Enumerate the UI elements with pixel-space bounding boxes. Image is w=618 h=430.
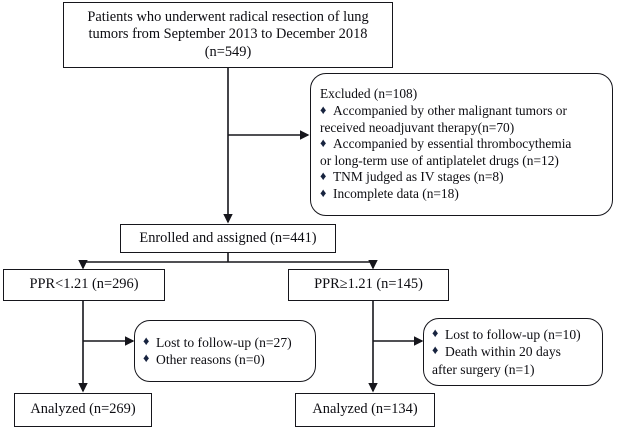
diamond-bullet-icon: ♦ [320, 185, 327, 200]
attrition-low-item-2: ♦ Other reasons (n=0) [143, 351, 309, 368]
excluded-item-2: ♦ Accompanied by essential thrombocythem… [320, 136, 604, 153]
excluded-item-1: ♦ Accompanied by other malignant tumors … [320, 103, 604, 120]
diamond-bullet-icon: ♦ [432, 326, 439, 341]
excluded-item-1-line-1: Accompanied by other malignant tumors or [333, 103, 567, 119]
excluded-item-4-line-1: Incomplete data (n=18) [333, 185, 459, 201]
diamond-bullet-icon: ♦ [432, 343, 439, 358]
enrollment-box: Patients who underwent radical resection… [63, 2, 393, 68]
attrition-low-item-1-label: Lost to follow-up (n=27) [156, 334, 292, 350]
analyzed-high-box: Analyzed (n=134) [295, 393, 435, 427]
attrition-low-item-2-label: Other reasons (n=0) [156, 352, 265, 367]
ppr-low-group-box: PPR<1.21 (n=296) [3, 269, 165, 301]
excluded-item-4: ♦ Incomplete data (n=18) [320, 186, 604, 203]
ppr-high-group-box: PPR≥1.21 (n=145) [288, 269, 449, 301]
enrollment-line-1: Patients who underwent radical resection… [87, 8, 369, 25]
enrollment-count: (n=549) [204, 43, 252, 60]
excluded-item-3: ♦ TNM judged as IV stages (n=8) [320, 169, 604, 186]
enrollment-line-2: tumors from September 2013 to December 2… [88, 26, 368, 43]
diamond-bullet-icon: ♦ [320, 103, 327, 118]
analyzed-low-label: Analyzed (n=269) [30, 401, 136, 418]
attrition-high-item-2-line-2: after surgery (n=1) [432, 361, 535, 377]
attrition-high-item-2: ♦ Death within 20 days [432, 343, 596, 360]
attrition-high-box: ♦ Lost to follow-up (n=10) ♦ Death withi… [423, 318, 603, 386]
diamond-bullet-icon: ♦ [320, 169, 327, 184]
enrolled-assigned-label: Enrolled and assigned (n=441) [139, 229, 317, 246]
excluded-item-1-line-2: received neoadjuvant therapy(n=70) [320, 119, 515, 135]
diamond-bullet-icon: ♦ [143, 351, 150, 365]
ppr-low-group-label: PPR<1.21 (n=296) [29, 276, 139, 293]
excluded-item-2-line-2: or long-term use of antiplatelet drugs (… [320, 152, 559, 168]
analyzed-high-label: Analyzed (n=134) [312, 401, 418, 418]
attrition-low-item-1: ♦ Lost to follow-up (n=27) [143, 334, 309, 351]
attrition-low-box: ♦ Lost to follow-up (n=27) ♦ Other reaso… [134, 320, 316, 382]
excluded-item-3-line-1: TNM judged as IV stages (n=8) [333, 169, 504, 185]
analyzed-low-box: Analyzed (n=269) [14, 393, 152, 427]
excluded-box: Excluded (n=108) ♦ Accompanied by other … [310, 73, 613, 216]
attrition-high-item-1: ♦ Lost to follow-up (n=10) [432, 326, 596, 343]
excluded-item-2-line-1: Accompanied by essential thrombocythemia [333, 136, 572, 152]
attrition-high-item-2-line-1: Death within 20 days [445, 344, 561, 360]
diamond-bullet-icon: ♦ [143, 333, 150, 348]
ppr-high-group-label: PPR≥1.21 (n=145) [314, 276, 423, 293]
diamond-bullet-icon: ♦ [320, 136, 327, 151]
attrition-high-item-1-label: Lost to follow-up (n=10) [445, 327, 581, 343]
enrolled-assigned-box: Enrolled and assigned (n=441) [120, 224, 336, 253]
excluded-heading: Excluded (n=108) [320, 86, 418, 102]
